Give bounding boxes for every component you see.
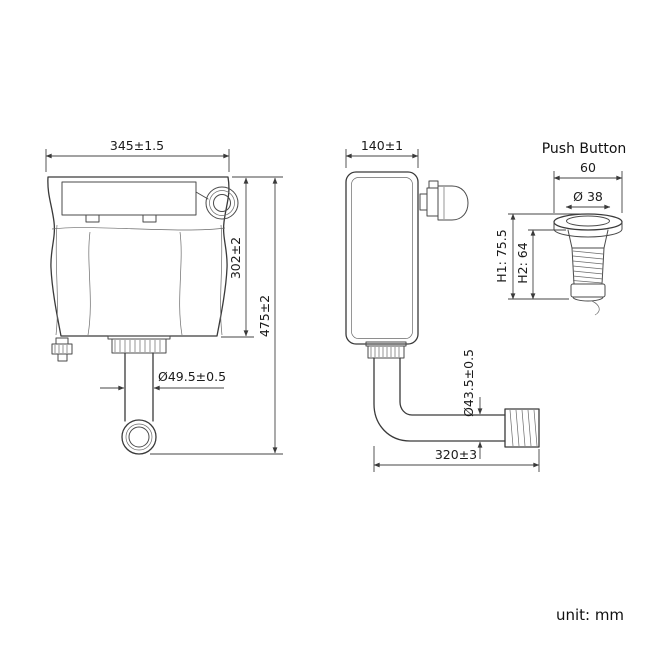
side-view: 140±1 Ø43.5±0.5 320±3	[345, 138, 540, 472]
side-pipe-threaded-end	[504, 408, 540, 448]
button-face	[566, 215, 610, 227]
side-pipe-inner	[399, 357, 506, 416]
push-rod-base	[426, 187, 439, 217]
side-pushbutton-assembly	[419, 180, 469, 221]
side-thread-hatch	[509, 409, 538, 447]
side-pipe-diameter-dimension: Ø43.5±0.5	[461, 349, 483, 459]
front-tank-contours	[51, 224, 226, 336]
front-width-dimension: 345±1.5	[45, 138, 230, 172]
front-outlet-dia-label: Ø49.5±0.5	[158, 369, 226, 384]
side-pipe-length-dimension: 320±3	[373, 446, 540, 472]
front-inlet-grommet-inner	[213, 194, 231, 212]
button-width-dimension: 60	[553, 160, 623, 213]
button-neck	[567, 229, 609, 249]
side-tank-inner	[351, 177, 413, 339]
outlet-end-outer	[121, 419, 157, 455]
front-access-panel	[61, 181, 197, 216]
front-grommet-link	[195, 191, 209, 200]
button-bottom-hook	[591, 300, 600, 316]
front-total-height-dimension: 475±2	[150, 177, 283, 455]
side-pipe-dia-label: Ø43.5±0.5	[461, 349, 476, 417]
front-inlet-grommet-mid	[209, 190, 235, 216]
side-outlet-collar	[367, 345, 405, 359]
outlet-end-inner	[128, 426, 150, 448]
side-collar-hatch	[370, 347, 400, 357]
fitting-top	[55, 337, 69, 345]
fitting-tip	[57, 353, 68, 362]
front-tank-outline	[47, 176, 230, 337]
push-knob	[437, 185, 469, 221]
button-h2-dim-label: H2: 64	[515, 242, 530, 283]
button-body	[553, 213, 623, 316]
button-width-dim-label: 60	[580, 160, 596, 175]
button-h2-dimension: H2: 64	[515, 229, 566, 300]
button-h1-dimension: H1: 75.5	[494, 213, 580, 300]
front-panel-tab-left	[85, 214, 100, 223]
button-bottom-arc	[572, 296, 604, 302]
push-button-detail: Push Button 60 Ø 38 H1: 75.5	[494, 141, 627, 316]
push-rod-pin	[428, 180, 439, 189]
fitting-hatch	[54, 345, 68, 353]
front-outlet-diameter-dimension: Ø49.5±0.5	[100, 369, 226, 391]
outlet-pipe	[124, 352, 154, 422]
front-side-fitting	[51, 337, 73, 362]
side-pipe-outer	[373, 357, 506, 442]
front-upper-height-dimension: 302±2	[221, 176, 283, 338]
side-outlet-assembly	[365, 341, 540, 448]
push-rod	[419, 193, 428, 211]
side-depth-dimension: 140±1	[345, 138, 419, 168]
front-outlet-assembly	[107, 335, 171, 455]
button-flange-rim	[553, 221, 623, 238]
front-upper-height-dim-label: 302±2	[228, 237, 243, 279]
side-tank-outline	[345, 171, 419, 345]
outlet-collar	[111, 338, 167, 354]
outlet-collar-hatch	[114, 340, 161, 352]
button-thread-lines	[572, 250, 604, 284]
button-dia-label: Ø 38	[573, 189, 603, 204]
front-width-dim-label: 345±1.5	[110, 138, 164, 153]
side-pipe-length-dim-label: 320±3	[435, 447, 477, 462]
side-depth-dim-label: 140±1	[361, 138, 403, 153]
button-h1-dim-label: H1: 75.5	[494, 229, 509, 282]
front-view: 345±1.5 302±2 475±2 Ø49.5±0.5	[45, 138, 283, 455]
push-button-title: Push Button	[542, 141, 627, 157]
front-total-height-dim-label: 475±2	[257, 295, 272, 337]
button-diameter-dimension: Ø 38	[565, 189, 611, 210]
front-panel-tab-right	[142, 214, 157, 223]
unit-label: unit: mm	[556, 606, 624, 624]
outlet-end-mid	[125, 423, 153, 451]
front-inlet-grommet-outer	[205, 186, 239, 220]
button-collar	[570, 283, 606, 298]
